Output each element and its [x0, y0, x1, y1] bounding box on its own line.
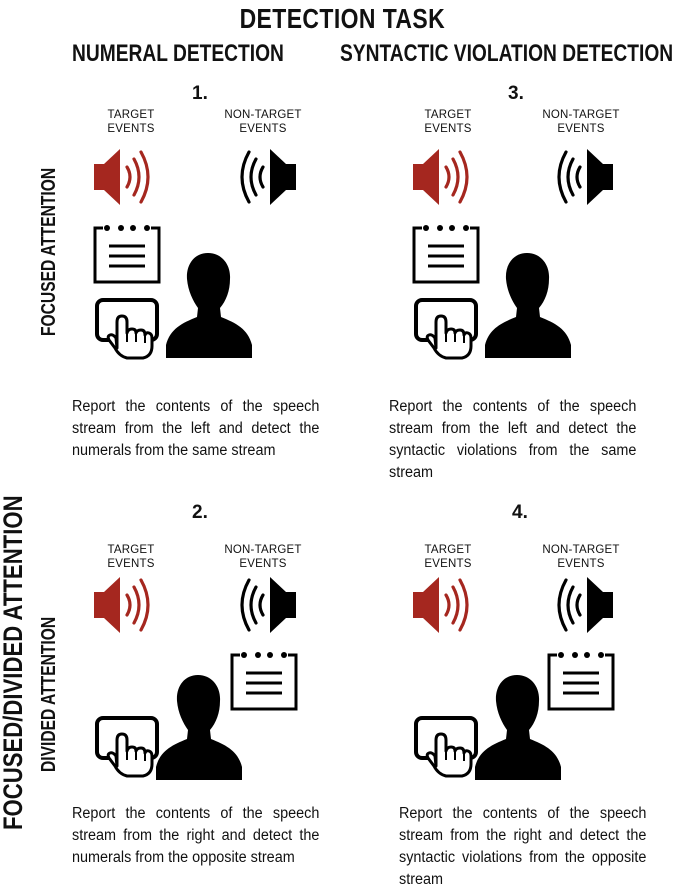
non-target-events-label: NON-TARGET EVENTS: [542, 109, 620, 135]
column-header-syntactic: SYNTACTIC VIOLATION DETECTION: [340, 40, 674, 67]
panel-number: 3.: [508, 83, 524, 104]
task-description: Report the contents of the speech stream…: [72, 398, 320, 459]
non-target-events-label: NON-TARGET EVENTS: [542, 544, 620, 570]
task-description: Report the contents of the speech stream…: [72, 805, 320, 866]
task-description: Report the contents of the speech stream…: [399, 805, 647, 888]
panel-number: 2.: [192, 502, 208, 523]
non-target-events-label: NON-TARGET EVENTS: [224, 544, 302, 570]
panel-number: 1.: [192, 83, 208, 104]
task-description: Report the contents of the speech stream…: [389, 398, 637, 481]
non-target-events-label: NON-TARGET EVENTS: [224, 109, 302, 135]
column-header-numeral: NUMERAL DETECTION: [72, 40, 284, 67]
target-events-label: TARGET EVENTS: [107, 109, 155, 135]
diagram-title: DETECTION TASK: [239, 3, 446, 34]
target-events-label: TARGET EVENTS: [424, 544, 472, 570]
panel-number: 4.: [512, 502, 528, 523]
target-events-label: TARGET EVENTS: [107, 544, 155, 570]
target-events-label: TARGET EVENTS: [424, 109, 472, 135]
